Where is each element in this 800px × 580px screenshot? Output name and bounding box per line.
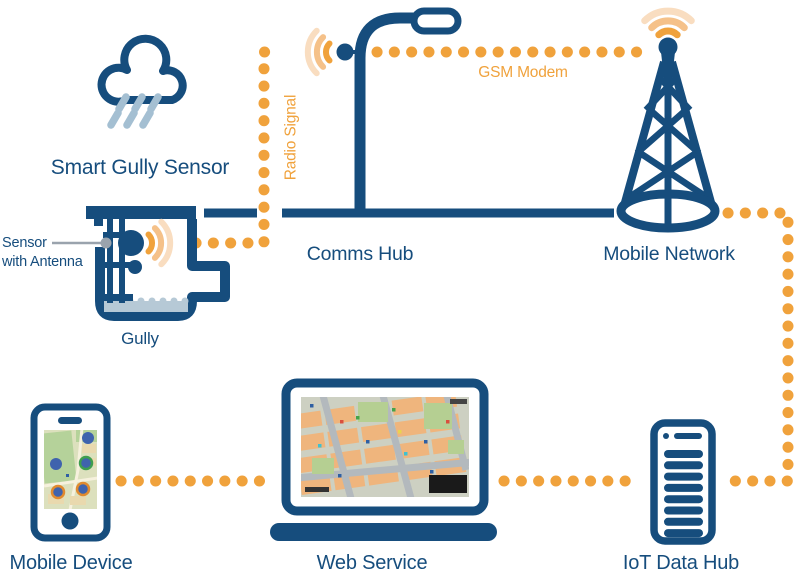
sensor-body-lower xyxy=(128,260,142,274)
smartphone-icon xyxy=(30,403,111,542)
phone-map-markers xyxy=(50,432,94,500)
dotted-connectors xyxy=(115,46,794,487)
sensor-signal-icon xyxy=(145,218,174,268)
server-icon xyxy=(650,419,716,545)
laptop-base xyxy=(270,523,497,541)
iot-data-hub-label: IoT Data Hub xyxy=(622,552,740,574)
laptop-icon xyxy=(270,378,497,541)
streetlight-icon xyxy=(304,7,462,216)
radio-signal-label: Radio Signal xyxy=(282,94,300,181)
gully-icon xyxy=(52,206,230,321)
smart-gully-sensor-label: Smart Gully Sensor xyxy=(50,156,230,179)
sensor-mount-ladder xyxy=(94,219,133,303)
comms-hub-label: Comms Hub xyxy=(306,243,414,265)
phone-home-button xyxy=(61,512,79,530)
web-service-label: Web Service xyxy=(316,552,428,574)
laptop-map-screen xyxy=(301,397,469,497)
rain-drops xyxy=(107,93,162,129)
map-legend-box xyxy=(429,475,467,493)
sensor-with-antenna-label: Sensor with Antenna xyxy=(2,235,83,270)
gully-grate-bar xyxy=(86,206,196,219)
comms-hub-receiver xyxy=(336,43,354,61)
gully-label: Gully xyxy=(121,329,159,348)
tower-signal-icon xyxy=(641,7,695,39)
streetlight-lamp xyxy=(410,7,462,35)
phone-speaker xyxy=(58,417,82,424)
mobile-network-label: Mobile Network xyxy=(603,243,735,265)
server-slats xyxy=(664,450,703,538)
gsm-modem-label: GSM Modem xyxy=(478,64,568,81)
tower-to-hub-dotted-path xyxy=(718,207,794,487)
rain-cloud-icon xyxy=(97,34,187,129)
phone-map-screen xyxy=(44,430,97,509)
mobile-device-label: Mobile Device xyxy=(9,552,133,574)
receiver-signal-icon xyxy=(304,27,333,77)
sensor-body xyxy=(118,230,144,256)
laptop-map-markers xyxy=(310,404,450,478)
map-scale-bar xyxy=(305,487,329,492)
antenna-pointer xyxy=(52,237,112,249)
radio-signal-dotted-path xyxy=(190,46,286,249)
radio-tower-icon xyxy=(616,7,720,233)
